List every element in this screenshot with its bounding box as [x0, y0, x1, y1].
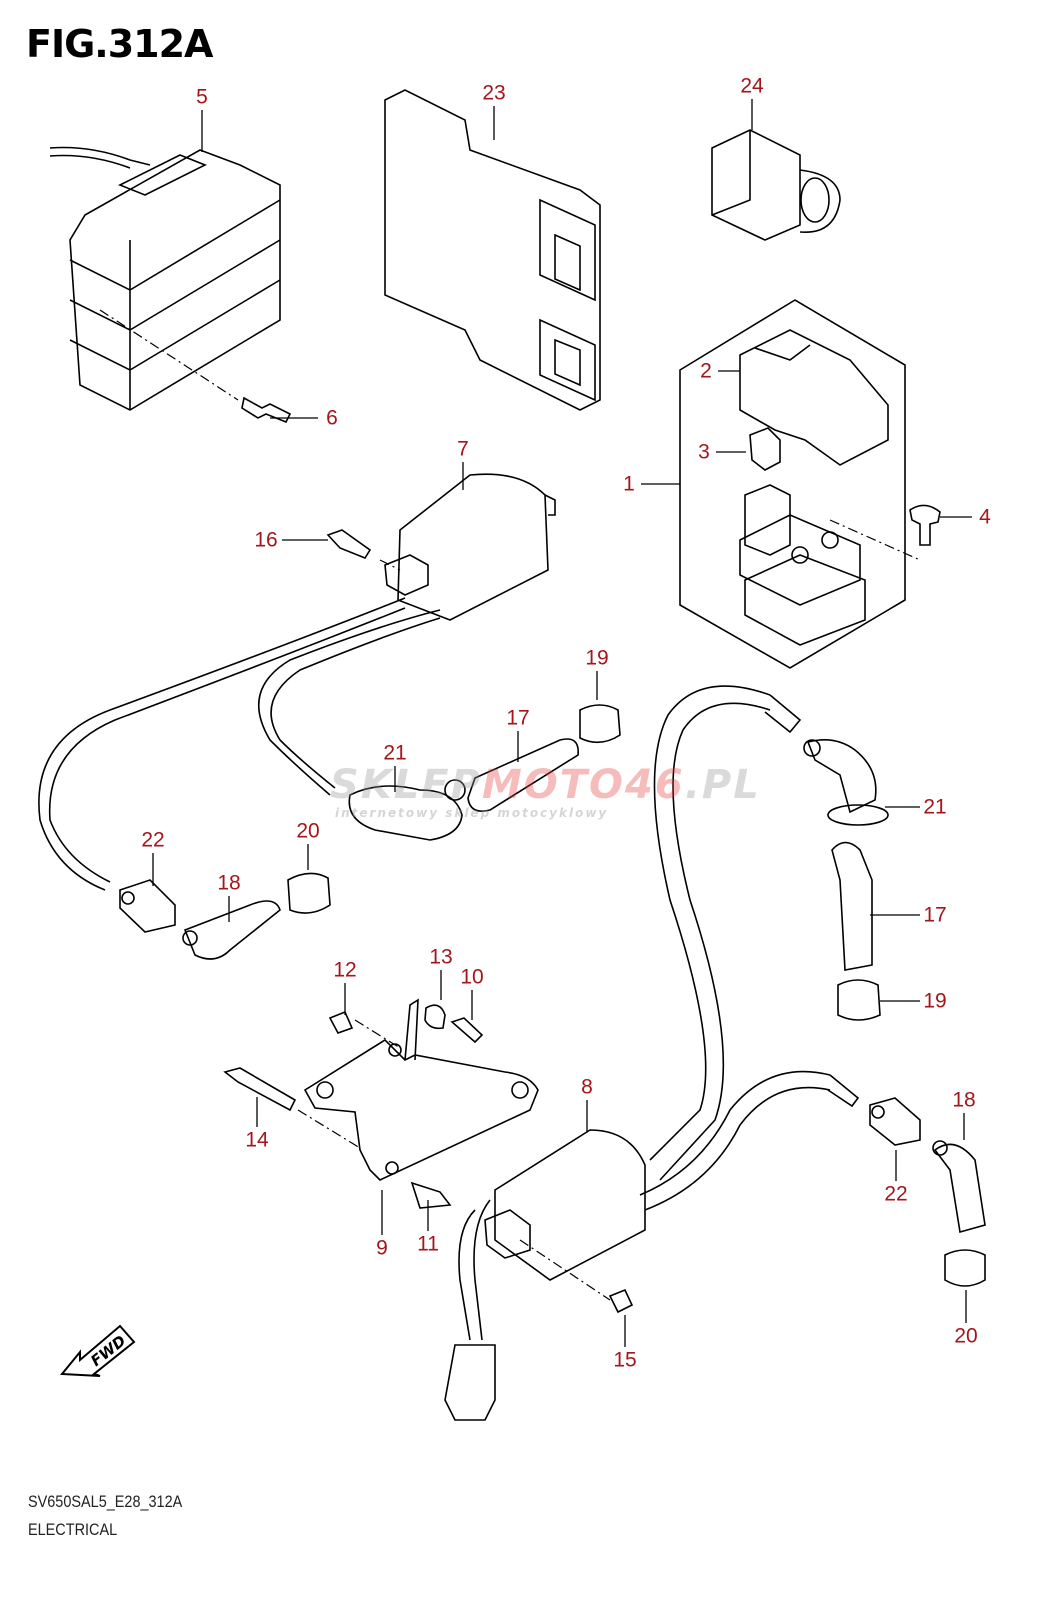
callout-19: 19 [585, 646, 609, 670]
callout-9: 9 [376, 1236, 388, 1260]
callout-1: 1 [623, 472, 635, 496]
hv-cables-front [38, 597, 441, 891]
callout-17-right: 17 [923, 903, 947, 927]
callout-14: 14 [245, 1128, 269, 1152]
callout-15: 15 [613, 1348, 637, 1372]
watermark-text-c: .PL [684, 762, 761, 808]
callout-20: 20 [296, 819, 320, 843]
callout-18: 18 [217, 871, 241, 895]
bolt-6 [241, 396, 292, 424]
callout-20-right: 20 [954, 1324, 978, 1348]
callout-11: 11 [417, 1232, 439, 1256]
fwd-arrow-icon: FWD [59, 1324, 136, 1377]
callout-22: 22 [141, 828, 165, 852]
callout-5: 5 [196, 85, 208, 109]
ignition-coil-front [384, 473, 556, 621]
collar-13 [424, 1004, 446, 1030]
bolt-10 [450, 1017, 484, 1044]
watermark: SKLEPMOTO46.PL [330, 762, 761, 808]
callout-13: 13 [429, 945, 453, 969]
caps-front [119, 704, 621, 960]
callout-2: 2 [700, 359, 712, 383]
nut-15 [608, 1288, 634, 1314]
callout-8: 8 [581, 1075, 593, 1099]
callout-3: 3 [698, 440, 710, 464]
callout-17: 17 [506, 706, 530, 730]
watermark-text-a: SKLEP [330, 762, 482, 808]
fuse-box-outline [679, 299, 906, 669]
bolt-14 [223, 1067, 297, 1112]
leader-lines [152, 99, 972, 1347]
fuse [749, 427, 781, 471]
spacer-11 [410, 1181, 452, 1209]
figure-title: FIG.312A [26, 22, 213, 66]
callout-6: 6 [326, 406, 338, 430]
nut-12 [328, 1010, 354, 1034]
hv-cables-rear [639, 685, 860, 1211]
fuse-box-cover [739, 329, 889, 466]
callout-21-right: 21 [923, 795, 947, 819]
callout-24: 24 [740, 74, 764, 98]
screw-4 [909, 504, 941, 546]
ecm [384, 89, 601, 411]
callout-4: 4 [979, 505, 991, 529]
relay [711, 129, 841, 241]
bolt-16 [326, 529, 372, 559]
callout-10: 10 [460, 965, 484, 989]
callout-23: 23 [482, 81, 506, 105]
regulator-rectifier [49, 146, 281, 411]
caps-rear [803, 739, 986, 1287]
callout-22-right: 22 [884, 1182, 908, 1206]
ignition-coil-rear [444, 1129, 646, 1421]
callout-12: 12 [333, 958, 357, 982]
callout-21: 21 [383, 741, 407, 765]
starter-relay [739, 484, 866, 646]
footer-code: SV650SAL5_E28_312A [28, 1492, 183, 1511]
callout-16: 16 [254, 528, 278, 552]
callout-18-right: 18 [952, 1088, 976, 1112]
watermark-tagline: internetowy sklep motocyklowy [335, 806, 609, 820]
bracket [303, 998, 539, 1181]
callout-7: 7 [457, 437, 469, 461]
footer-name: ELECTRICAL [28, 1520, 118, 1539]
callout-19-right: 19 [923, 989, 947, 1013]
watermark-text-b: MOTO46 [481, 762, 685, 808]
